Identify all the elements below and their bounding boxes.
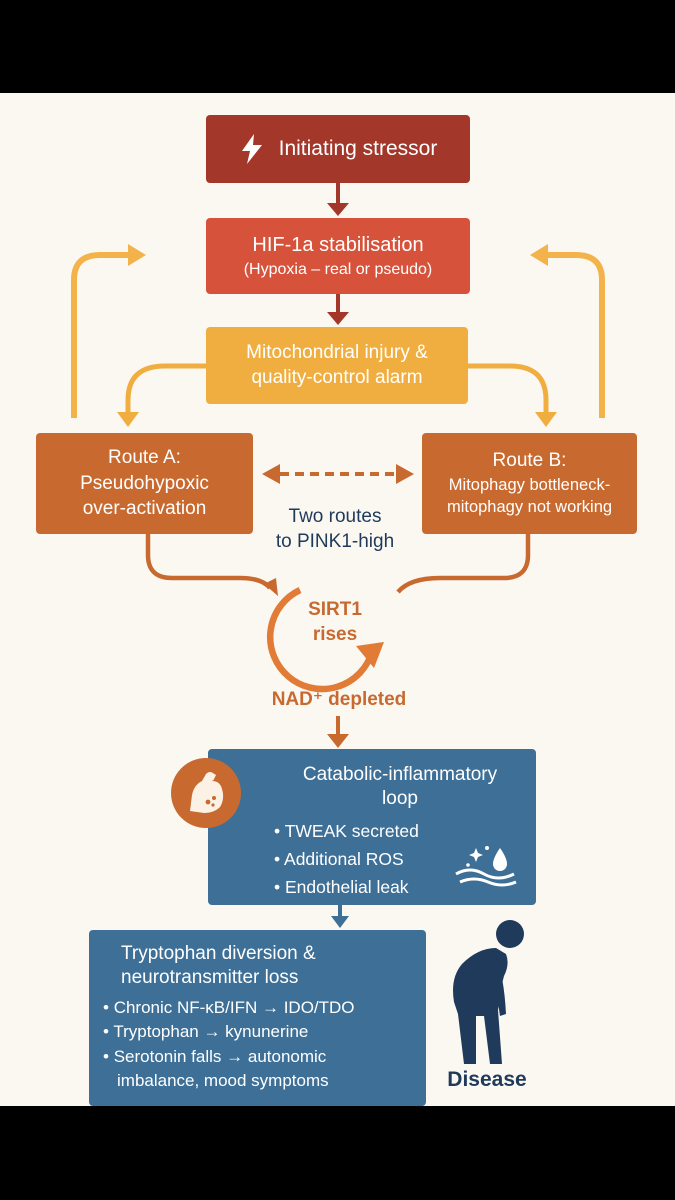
two-routes-line-1: Two routes: [288, 506, 382, 527]
tryptophan-title: Tryptophan diversion & neurotransmitter …: [121, 942, 420, 990]
disease-label: Disease: [447, 1068, 527, 1091]
hif-stabilisation-box: HIF-1a stabilisation (Hypoxia – real or …: [206, 218, 470, 294]
initiating-stressor-box: Initiating stressor: [206, 115, 470, 183]
nad-depleted-label: NAD⁺ depleted: [271, 689, 407, 710]
catabolic-title-line-2: loop: [382, 787, 418, 809]
route-a-line-1: Route A:: [108, 447, 181, 469]
mitochondrial-injury-box: Mitochondrial injury & quality-control a…: [206, 327, 468, 404]
route-a-line-2: Pseudohypoxic: [80, 472, 209, 494]
sirt1-label: SIRT1 rises: [280, 598, 390, 647]
water-drop-icon: [455, 846, 517, 887]
stressor-label: Initiating stressor: [278, 137, 438, 161]
stooped-person-icon: [453, 920, 524, 1064]
flexed-arm-icon: [171, 758, 241, 828]
lightning-bolt-icon: [241, 134, 262, 164]
tryptophan-title-line-2: neurotransmitter loss: [121, 966, 299, 988]
tryptophan-bullet-2-text: Tryptophan → kynunerine: [113, 1022, 309, 1042]
tryptophan-bullet-3-cont: imbalance, mood symptoms: [117, 1071, 329, 1091]
catabolic-bullet-3-text: Endothelial leak: [285, 876, 409, 897]
route-a-box: Route A: Pseudohypoxic over-activation: [36, 433, 253, 534]
catabolic-bullet-2: • Additional ROS: [274, 848, 404, 869]
route-b-line-3: mitophagy not working: [446, 498, 613, 517]
hif-subtitle: (Hypoxia – real or pseudo): [243, 260, 433, 278]
catabolic-title-line-1: Catabolic-inflammatory: [302, 764, 498, 785]
tryptophan-title-line-1: Tryptophan diversion &: [121, 943, 316, 964]
sirt1-line-1: SIRT1: [308, 599, 362, 620]
catabolic-inflammatory-box: Catabolic-inflammatory loop • TWEAK secr…: [208, 749, 536, 905]
catabolic-bullet-1: • TWEAK secreted: [274, 820, 419, 841]
tryptophan-bullet-3-text: Serotonin falls → autonomic: [113, 1046, 327, 1066]
route-b-line-2: Mitophagy bottleneck-: [448, 476, 611, 495]
sirt1-line-2: rises: [312, 623, 358, 645]
mito-line-2: quality-control alarm: [251, 366, 423, 388]
catabolic-bullet-2-text: Additional ROS: [284, 848, 404, 869]
tryptophan-bullet-2: • Tryptophan → kynunerine: [103, 1022, 309, 1042]
catabolic-bullet-3: • Endothelial leak: [274, 876, 409, 897]
two-routes-line-2: to PINK1-high: [275, 530, 395, 552]
tryptophan-diversion-box: Tryptophan diversion & neurotransmitter …: [89, 930, 426, 1106]
catabolic-bullet-1-text: TWEAK secreted: [284, 820, 419, 841]
catabolic-title: Catabolic-inflammatory loop: [274, 763, 536, 811]
route-a-line-3: over-activation: [82, 498, 207, 520]
tryptophan-bullet-1: • Chronic NF-κB/IFN → IDO/TDO: [103, 997, 355, 1017]
two-routes-label: Two routes to PINK1-high: [255, 505, 415, 554]
tryptophan-bullet-3: • Serotonin falls → autonomic: [103, 1046, 327, 1066]
route-b-box: Route B: Mitophagy bottleneck- mitophagy…: [422, 433, 637, 534]
mito-line-1: Mitochondrial injury &: [246, 341, 428, 363]
hif-title: HIF-1a stabilisation: [252, 233, 424, 256]
route-b-line-1: Route B:: [492, 450, 567, 472]
tryptophan-bullet-1-text: Chronic NF-κB/IFN → IDO/TDO: [113, 997, 355, 1017]
